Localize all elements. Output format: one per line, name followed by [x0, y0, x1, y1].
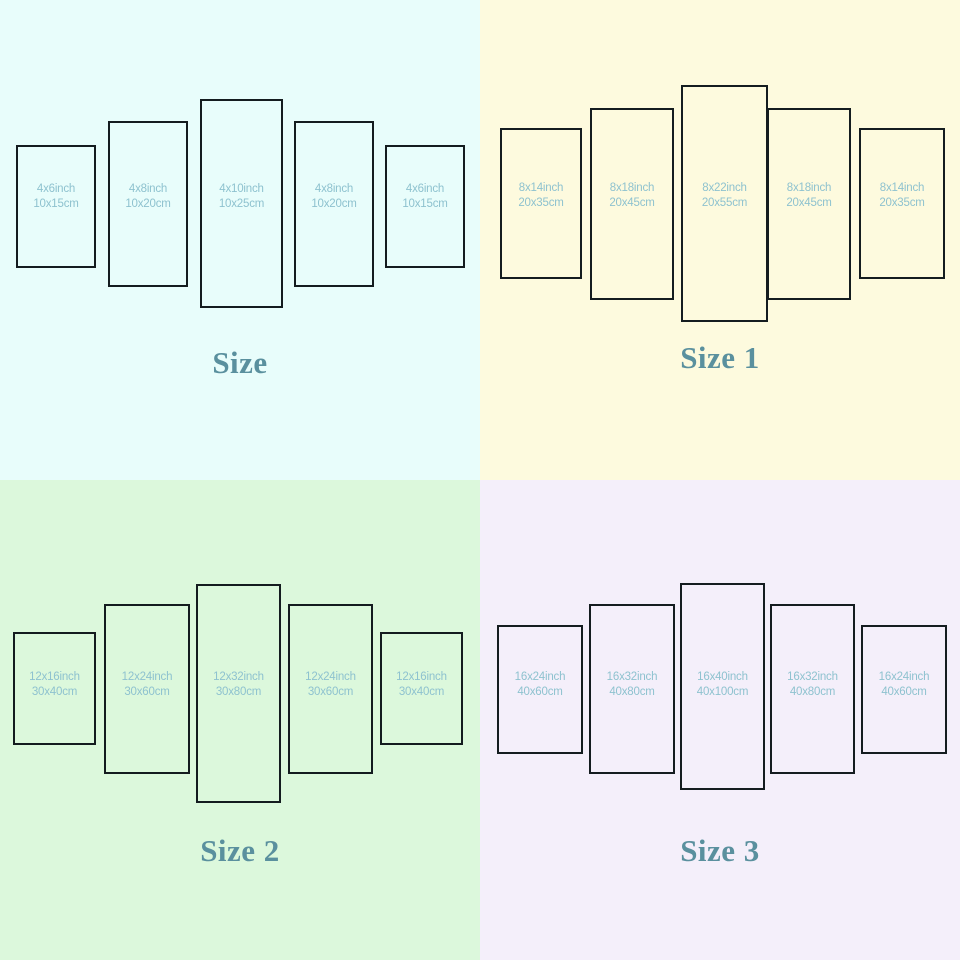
- panel-size-1-5[interactable]: [859, 128, 945, 279]
- panel-size-1-2[interactable]: [590, 108, 674, 300]
- panel-size-2-3[interactable]: [196, 584, 281, 803]
- panel-size-2-2[interactable]: [104, 604, 190, 774]
- quadrant-title-size-2: Size 2: [200, 833, 280, 868]
- quadrant-title-size-3: Size 3: [680, 833, 760, 868]
- panel-size-5[interactable]: [385, 145, 465, 268]
- panel-size-1-3[interactable]: [681, 85, 768, 322]
- panel-size-4[interactable]: [294, 121, 374, 287]
- panel-size-1-4[interactable]: [767, 108, 851, 300]
- panel-size-3-2[interactable]: [589, 604, 675, 774]
- panel-size-2-5[interactable]: [380, 632, 463, 745]
- panel-size-3-4[interactable]: [770, 604, 855, 774]
- panel-size-3-5[interactable]: [861, 625, 947, 754]
- panel-size-3-3[interactable]: [680, 583, 765, 790]
- quadrant-title-size: Size: [212, 345, 268, 380]
- panel-size-3[interactable]: [200, 99, 283, 308]
- panel-size-2-1[interactable]: [13, 632, 96, 745]
- panel-size-3-1[interactable]: [497, 625, 583, 754]
- panel-size-2-4[interactable]: [288, 604, 373, 774]
- panel-size-2[interactable]: [108, 121, 188, 287]
- panel-size-1-1[interactable]: [500, 128, 582, 279]
- quadrant-title-size-1: Size 1: [680, 340, 760, 375]
- panel-size-1[interactable]: [16, 145, 96, 268]
